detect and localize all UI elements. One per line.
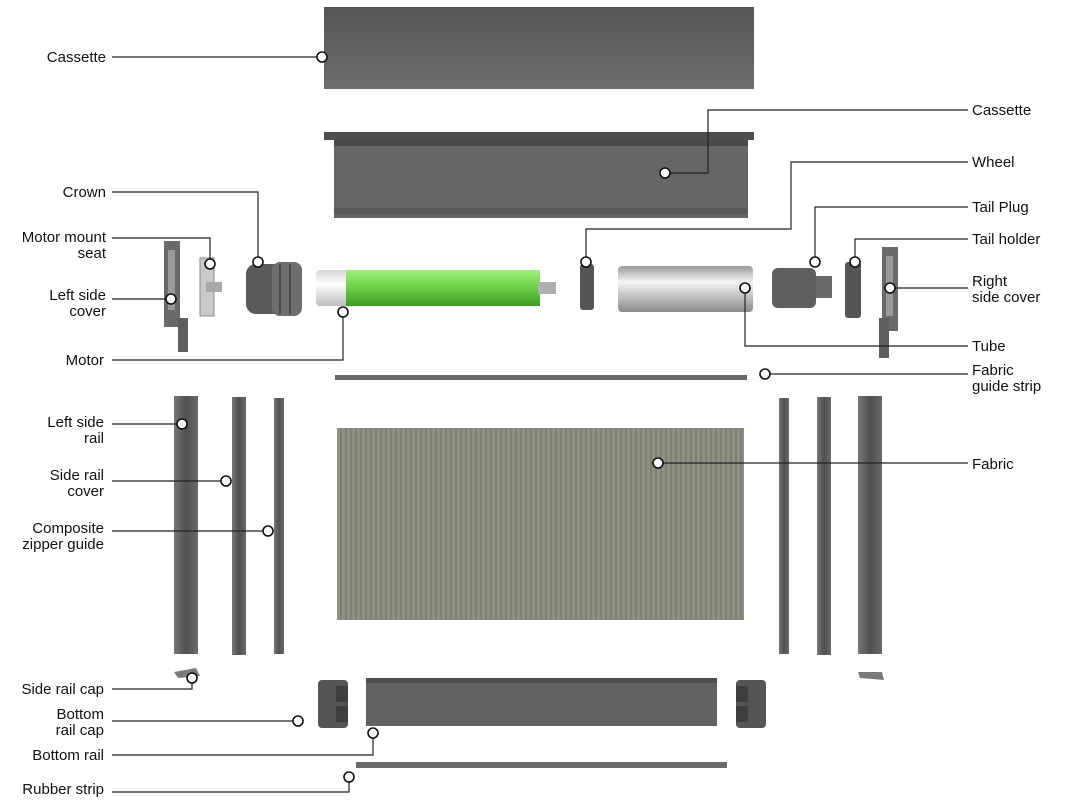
label-composite-zipper-guide-1: Composite: [32, 520, 104, 537]
callout-dot: [337, 306, 349, 318]
side-rail-cap-right-part: [858, 672, 884, 680]
callout-dot: [367, 727, 379, 739]
label-tube: Tube: [972, 338, 1006, 355]
callout-dot: [580, 256, 592, 268]
callout-dot: [343, 771, 355, 783]
label-left-side-rail-1: Left side: [47, 414, 104, 431]
tube-part: [618, 266, 753, 312]
tail-holder-part: [845, 262, 861, 318]
label-side-rail-cover-2: cover: [67, 483, 104, 500]
bottom-rail-cap-right-part: [736, 680, 766, 728]
bottom-rail-part: [366, 678, 717, 726]
fabric-guide-strip-part: [335, 375, 747, 380]
callout-dot: [165, 293, 177, 305]
label-tail-holder: Tail holder: [972, 231, 1040, 248]
label-fabric-guide-strip-1: Fabric: [972, 362, 1014, 379]
label-wheel: Wheel: [972, 154, 1015, 171]
label-right-side-cover-1: Right: [972, 273, 1008, 290]
callout-dot: [220, 475, 232, 487]
leader-lines: [112, 56, 968, 793]
tail-plug-part: [772, 268, 832, 308]
labels-left: Cassette Crown Motor mount seat Left sid…: [21, 49, 106, 798]
motor-mount-seat-part: [199, 257, 222, 317]
right-side-rail-part: [858, 396, 882, 654]
label-composite-zipper-guide-2: zipper guide: [22, 536, 104, 553]
rubber-strip-part: [356, 762, 727, 768]
callout-dot: [884, 282, 896, 294]
side-rail-cover-left-part: [232, 397, 246, 655]
wheel-part: [580, 264, 594, 310]
callout-dot: [759, 368, 771, 380]
callout-dot: [204, 258, 216, 270]
label-fabric: Fabric: [972, 456, 1014, 473]
callout-dot: [652, 457, 664, 469]
label-motor: Motor: [66, 352, 104, 369]
callout-dot: [186, 672, 198, 684]
callout-dot: [316, 51, 328, 63]
label-bottom-rail: Bottom rail: [32, 747, 104, 764]
callout-dot: [262, 525, 274, 537]
label-crown: Crown: [63, 184, 106, 201]
callout-dot: [659, 167, 671, 179]
callout-dot: [292, 715, 304, 727]
zipper-guide-right-part: [779, 398, 789, 654]
label-rubber-strip: Rubber strip: [22, 781, 104, 798]
label-bottom-rail-cap-2: rail cap: [56, 722, 104, 739]
left-side-rail-part: [174, 396, 198, 654]
callout-dot: [739, 282, 751, 294]
label-left-side-cover-2: cover: [69, 303, 106, 320]
label-side-rail-cap: Side rail cap: [21, 681, 104, 698]
motor-part: [316, 270, 556, 306]
label-fabric-guide-strip-2: guide strip: [972, 378, 1041, 395]
callout-dot: [176, 418, 188, 430]
label-cassette-top: Cassette: [47, 49, 106, 66]
label-cassette-front: Cassette: [972, 102, 1031, 119]
crown-part: [246, 262, 302, 316]
label-left-side-rail-2: rail: [84, 430, 104, 447]
callout-dot: [849, 256, 861, 268]
side-rail-cover-right-part: [817, 397, 831, 655]
label-motor-mount-seat-1: Motor mount: [22, 229, 107, 246]
label-motor-mount-seat-2: seat: [78, 245, 107, 262]
labels-right: Cassette Wheel Tail Plug Tail holder Rig…: [972, 102, 1041, 473]
label-tail-plug: Tail Plug: [972, 199, 1029, 216]
callout-dots: [165, 51, 896, 783]
zipper-guide-left-part: [274, 398, 284, 654]
components: [164, 7, 898, 768]
bottom-rail-edge: [366, 678, 717, 683]
bottom-rail-cap-left-part: [318, 680, 348, 728]
label-bottom-rail-cap-1: Bottom: [56, 706, 104, 723]
callout-dot: [809, 256, 821, 268]
label-right-side-cover-2: side cover: [972, 289, 1040, 306]
callout-dot: [252, 256, 264, 268]
cassette-top-part: [324, 7, 754, 89]
cassette-front-part: [324, 132, 754, 218]
right-side-cover-part: [879, 247, 898, 358]
left-side-cover-part: [164, 241, 188, 352]
label-side-rail-cover-1: Side rail: [50, 467, 104, 484]
label-left-side-cover-1: Left side: [49, 287, 106, 304]
fabric-part: [337, 428, 744, 620]
